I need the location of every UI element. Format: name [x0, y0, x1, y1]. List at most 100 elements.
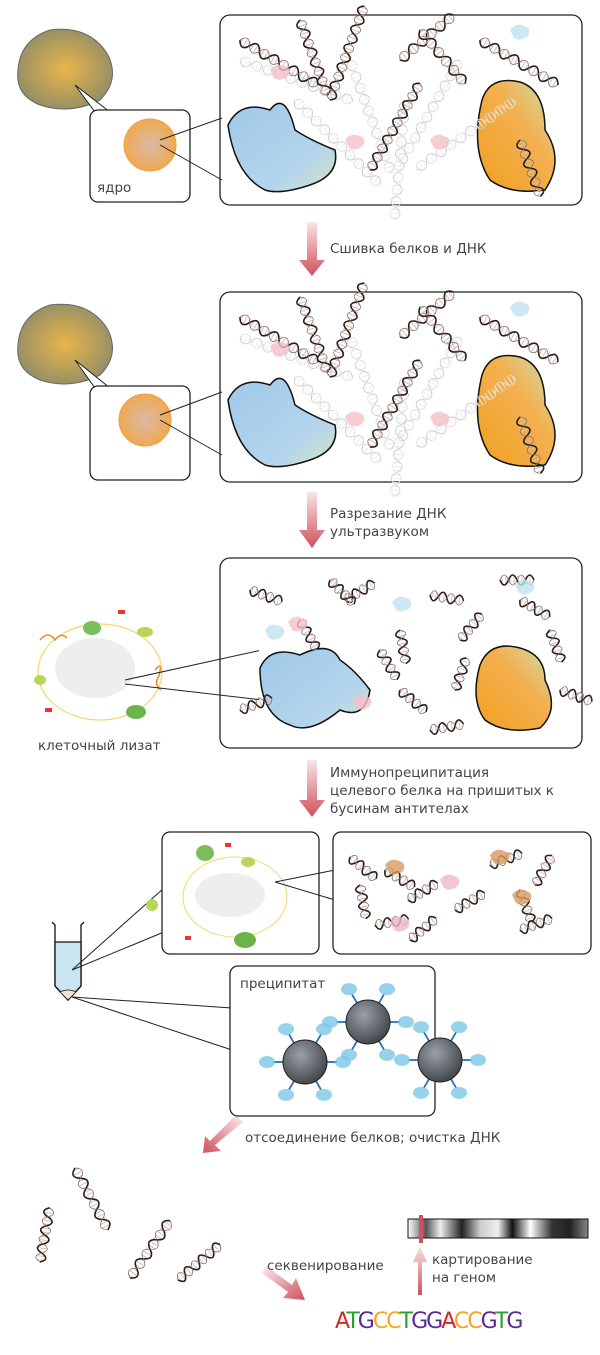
dna-helix-icon — [326, 282, 368, 378]
protein-icon — [345, 411, 365, 427]
dna-helix-icon — [348, 854, 378, 881]
lysate-detail — [146, 843, 288, 948]
protein-icon — [430, 134, 450, 150]
step2-label-line2: ультразвуком — [330, 524, 429, 540]
dna-helix-icon — [479, 314, 559, 365]
target-protein-icon — [341, 983, 357, 996]
target-protein-icon — [379, 983, 395, 996]
protein-blue — [259, 647, 371, 729]
dna-helix-icon — [429, 719, 465, 735]
dna-helix-icon — [516, 139, 545, 197]
dna-sequence: ATGCCTGGACCGTG — [335, 1309, 522, 1334]
step3-label-line2: целевого белка на пришитых к — [330, 783, 554, 799]
target-protein-icon — [278, 1023, 294, 1036]
protein-icon — [510, 301, 530, 317]
dna-helix-icon — [239, 314, 319, 365]
tube-icon — [51, 921, 85, 1001]
step3-label-line1: Иммунопреципитация — [330, 765, 489, 781]
step-arrow-4 — [203, 1115, 243, 1153]
bead-icon — [345, 999, 391, 1045]
step3-label-line3: бусинам антителах — [330, 801, 469, 817]
cell-lysate-icon — [34, 610, 163, 721]
dna-helix-icon — [408, 915, 438, 943]
protein-icon — [265, 624, 285, 640]
target-protein-icon — [379, 1048, 395, 1061]
target-protein-icon — [451, 1086, 467, 1099]
sequence-letter: G — [426, 1309, 442, 1334]
dna-helix-icon — [516, 416, 545, 474]
step1-label: Сшивка белков и ДНК — [330, 241, 487, 257]
sequencing-arrow — [262, 1266, 305, 1300]
protein-orange — [475, 645, 553, 731]
cell-icon — [17, 303, 113, 385]
protein-icon — [392, 596, 412, 612]
mapped-locus-marker — [419, 1215, 423, 1243]
dna-helix-icon — [127, 1219, 172, 1280]
sequence-letter: C — [467, 1309, 482, 1334]
purified-dna-fragments — [35, 1167, 223, 1283]
sequence-letter: C — [454, 1309, 469, 1334]
target-protein-icon — [341, 1048, 357, 1061]
dna-helix-icon — [346, 59, 395, 174]
sequence-letter: G — [481, 1309, 497, 1334]
protein-icon — [440, 874, 460, 890]
sequencing-label: секвенирование — [267, 1258, 384, 1274]
dna-helix-icon — [296, 19, 332, 96]
dna-helix-icon — [376, 649, 401, 681]
dna-helix-icon — [239, 37, 319, 88]
dna-helix-icon — [249, 586, 283, 606]
lysate-label: клеточный лизат — [38, 738, 161, 754]
target-protein-icon — [398, 1016, 414, 1028]
dna-helix-icon — [407, 879, 439, 904]
dna-helix-icon — [417, 305, 467, 362]
dna-helix-icon — [395, 629, 411, 665]
nucleus-label: ядро — [97, 180, 131, 196]
nucleus-icon — [123, 118, 177, 172]
dna-helix-icon — [454, 889, 486, 914]
dna-helix-icon — [296, 296, 332, 373]
target-protein-icon — [278, 1088, 294, 1101]
target-protein-icon — [316, 1088, 332, 1101]
cell-icon — [17, 28, 113, 110]
target-protein-icon — [470, 1054, 486, 1066]
dna-helix-icon — [451, 657, 471, 691]
mapping-label-line1: картирование — [432, 1252, 533, 1268]
protein-icon — [270, 341, 290, 357]
dna-helix-icon — [429, 590, 465, 606]
target-protein-icon — [259, 1056, 275, 1068]
precipitate-label: преципитат — [240, 976, 325, 992]
dna-helix-icon — [519, 597, 551, 620]
dna-helix-icon — [72, 1167, 111, 1231]
panel-nucleus-native: ядро — [17, 5, 583, 220]
step4-label: отсоединение белков; очистка ДНК — [245, 1130, 501, 1146]
target-protein-icon — [413, 1086, 429, 1099]
dna-helix-icon — [545, 629, 566, 663]
dna-helix-icon — [328, 578, 356, 606]
dna-helix-icon — [355, 884, 371, 920]
dna-helix-icon — [239, 694, 273, 715]
panel-sonicated: клеточный лизат — [34, 557, 593, 754]
dna-helix-icon — [479, 37, 559, 88]
protein-icon — [270, 64, 290, 80]
dna-helix-icon — [559, 686, 593, 706]
dna-helix-icon — [532, 854, 555, 886]
antibody-bead — [394, 1021, 486, 1099]
dna-helix-icon — [457, 612, 484, 642]
mapping-arrow — [413, 1246, 427, 1295]
mapping-label-line2: на геном — [432, 1270, 496, 1286]
panel-immunoprecipitation: преципитат — [51, 831, 592, 1117]
protein-icon — [352, 694, 372, 710]
protein-blue — [227, 102, 337, 193]
target-protein-icon — [451, 1021, 467, 1034]
sequence-letter: G — [358, 1309, 374, 1334]
antibody-bead — [322, 983, 414, 1061]
target-protein-icon — [413, 1021, 429, 1034]
dna-helix-icon — [417, 28, 467, 85]
sequence-letter: G — [411, 1309, 427, 1334]
step2-label-line1: Разрезание ДНК — [330, 506, 447, 522]
bead-icon — [417, 1037, 463, 1083]
dna-helix-icon — [367, 359, 423, 448]
protein-icon — [345, 134, 365, 150]
dna-helix-icon — [367, 82, 423, 171]
